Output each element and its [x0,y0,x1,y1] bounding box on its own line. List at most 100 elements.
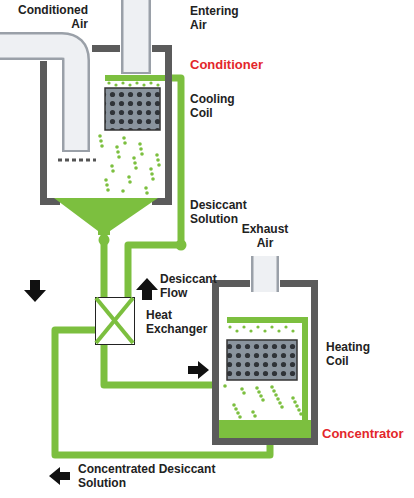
exchanger-line [96,298,133,343]
housing-outline [40,45,172,235]
spray-drops [277,329,280,332]
conditioned-air-duct [0,46,76,150]
desiccant-drops [297,408,301,412]
heat-exchanger-box: Heat Exchanger [95,297,135,345]
part-label: Entering Air [190,4,252,32]
vessel-housing: Concentrator [212,280,318,445]
entering-air-duct [124,0,149,72]
desiccant-drops [223,384,303,419]
spray-drops [291,329,294,332]
spray-header [105,78,172,79]
desiccant-drops [232,403,236,407]
desiccant-drops [123,141,127,145]
desiccant-drops [138,142,142,146]
desiccant-drops [122,136,126,140]
spray-drops [228,325,231,328]
desiccant-drops [111,169,115,173]
spray-drops [149,81,152,84]
desiccant-drops [251,410,255,414]
desiccant-drops [145,191,149,195]
spray-drops [114,83,117,86]
desiccant-pipe [101,235,108,297]
spray-drops [135,81,138,84]
entering-air-duct [121,0,151,74]
part-label: Cooling Coil [190,92,252,120]
desiccant-drops [134,166,138,170]
desiccant-drops [156,158,160,162]
entering-air-duct [136,0,137,74]
desiccant-drops [259,394,263,398]
desiccant-drops [295,404,299,408]
desiccant-drops [274,393,278,397]
desiccant-drops [127,175,131,179]
exchanger-crossing [96,298,133,343]
exchanger-line [96,298,133,343]
desiccant-drops [110,164,114,168]
desiccant-drops [140,152,144,156]
desiccant-drops [280,405,284,409]
component-label: Heat Exchanger [146,308,214,336]
desiccant-drops [116,150,120,154]
desiccant-drops [242,391,246,395]
spray-drops [256,325,259,328]
desiccant-drops [133,161,137,165]
desiccant-drops [106,188,110,192]
flow-arrow [24,280,46,302]
part-label: Concentrated Desiccant Solution [78,462,238,490]
part-label: Desiccant Solution [190,198,274,226]
exhaust-air-duct [251,256,279,292]
flow-arrow [49,467,70,485]
desiccant-drops [240,387,244,391]
desiccant-drops [132,156,136,160]
spray-header [105,75,172,81]
spray-drops [156,83,159,86]
vessel-title: Conditioner [190,57,280,72]
exhaust-air-duct [254,256,277,292]
spray-drops [249,329,252,332]
concentrator-header [227,320,305,428]
desiccant-drops [261,398,265,402]
vessel-title: Concentrator [322,426,410,441]
spray-drops [284,325,287,328]
desiccant-drops [255,386,259,390]
desiccant-drops [155,153,159,157]
desiccant-pipe [55,330,270,455]
part-label: Exhaust Air [235,222,295,250]
spray-drops [235,329,238,332]
desiccant-drops [139,147,143,151]
desiccant-drops [257,390,261,394]
desiccant-drops [157,163,161,167]
desiccant-drops [253,414,257,418]
desiccant-drops [291,396,295,400]
spray-drops [107,81,159,86]
spray-drops [242,325,245,328]
conditioned-air-duct [58,159,96,162]
part-label: Desiccant Flow [160,272,232,300]
desiccant-drops [121,189,125,193]
housing-outline [212,280,318,445]
desiccant-drops [299,412,303,416]
desiccant-drops [238,415,242,419]
desiccant-drops [104,178,108,182]
desiccant-drops [276,397,280,401]
desiccant-drops [117,155,121,159]
vessel-housing: Conditioner [40,45,172,235]
spray-drops [128,83,131,86]
spray-drops [121,81,124,84]
desiccant-drops [100,144,104,148]
flow-arrow [136,278,158,300]
housing-wall [216,284,315,442]
collection-funnel [54,198,158,235]
desiccant-drops [293,400,297,404]
cooling-coil [105,88,160,130]
desiccant-drops [234,407,238,411]
conditioned-air-duct [0,46,96,160]
desiccant-drops [98,134,161,195]
desiccant-drops [105,183,109,187]
exhaust-air-duct [265,256,266,292]
desiccant-drops [99,139,103,143]
